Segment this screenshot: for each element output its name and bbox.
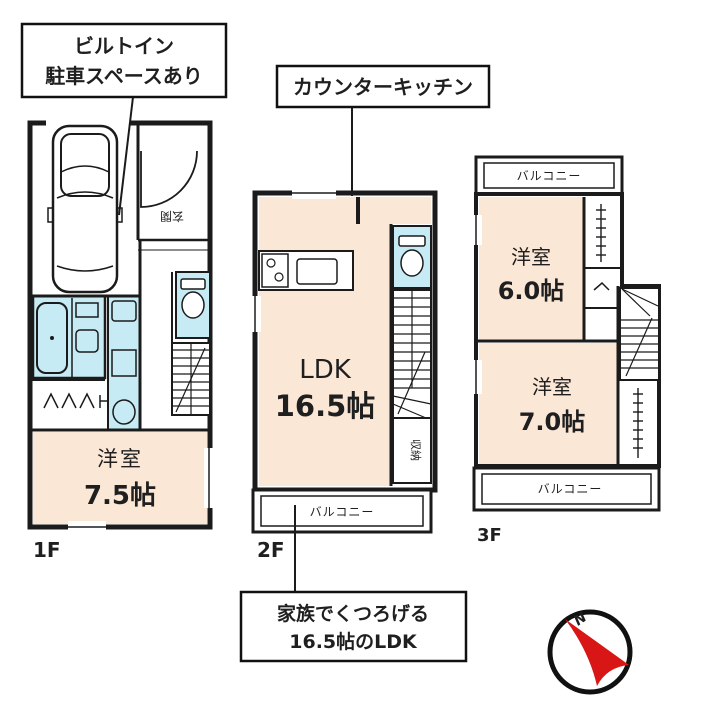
- f3-room1-size: 6.0帖: [498, 277, 565, 305]
- f1-room-size: 7.5帖: [84, 481, 156, 511]
- callout-parking: ビルトイン 駐車スペースあり: [20, 22, 228, 216]
- floor-plan-2f: 収納 バルコニー LDK 16.5帖 2F: [250, 188, 438, 562]
- washstand-icons: [75, 300, 137, 425]
- f1-bathroom: [31, 294, 107, 380]
- callout-ldk-line1: 家族でくつろげる: [277, 602, 429, 625]
- f3-windows: [471, 215, 482, 394]
- closet-hanger-icons: [43, 392, 109, 409]
- f3-room1-name: 洋室: [511, 245, 551, 269]
- f3-balcony-bottom: バルコニー: [472, 466, 661, 512]
- toilet-icon-2f: [398, 235, 426, 247]
- f3-balcony-bottom-label: バルコニー: [538, 482, 603, 496]
- f2-room-name: LDK: [299, 355, 352, 385]
- toilet-icon-1f: [180, 278, 206, 319]
- floor-plan-1f: 玄関: [27, 117, 215, 562]
- f3-room1: [479, 197, 584, 341]
- f3-room2-name: 洋室: [532, 375, 572, 399]
- f2-room-size: 16.5帖: [275, 389, 376, 423]
- f2-balcony-label: バルコニー: [310, 505, 375, 519]
- f1-parking-opening: [46, 117, 130, 127]
- f1-entrance-label: 玄関: [160, 209, 184, 224]
- stairs-3f: [619, 287, 660, 381]
- stairs-2f: [392, 289, 432, 419]
- f3-balcony-top-label: バルコニー: [517, 169, 582, 183]
- f2-toilet-room: [392, 225, 432, 289]
- f1-windows: [68, 448, 215, 532]
- callout-ldk-note: 家族でくつろげる 16.5帖のLDK: [239, 505, 468, 663]
- storage-hook-icon: [593, 281, 610, 291]
- f3-floor-label: 3F: [477, 525, 502, 546]
- f2-storage: 収納: [392, 417, 432, 484]
- f3-balcony-top: バルコニー: [474, 155, 624, 196]
- f2-storage-label: 収納: [409, 439, 422, 461]
- f1-internal-walls: [30, 123, 210, 432]
- f2-balcony: バルコニー: [251, 488, 433, 534]
- f1-room-name: 洋室: [97, 447, 143, 471]
- f3-internal-walls: [476, 197, 659, 466]
- kitchen-counter: [258, 250, 354, 291]
- car-icon: [47, 124, 123, 294]
- f1-floor-label: 1F: [33, 538, 61, 562]
- f1-western-room: [33, 432, 207, 524]
- callout-kitchen: カウンターキッチン: [275, 64, 491, 196]
- closet-pipe-icon-bottom: [633, 388, 643, 458]
- f2-floor-label: 2F: [257, 538, 285, 562]
- entrance-door-arc: [140, 150, 198, 208]
- callout-parking-leader: [118, 96, 134, 216]
- compass-icon: N: [547, 609, 633, 695]
- north-arrow: [565, 619, 629, 686]
- f2-windows: [250, 188, 336, 332]
- f3-room2: [479, 343, 618, 464]
- stairs-1f: [171, 342, 211, 416]
- callout-parking-line1: ビルトイン: [74, 34, 174, 58]
- floor-plan-3f: バルコニー: [471, 155, 661, 546]
- f3-room2-size: 7.0帖: [519, 408, 586, 436]
- closet-pipe-icon-top: [596, 204, 606, 262]
- callout-parking-line2: 駐車スペースあり: [45, 64, 203, 88]
- callout-ldk-line2: 16.5帖のLDK: [289, 630, 418, 653]
- callout-kitchen-label: カウンターキッチン: [293, 75, 473, 99]
- bathtub-icon: [36, 302, 68, 374]
